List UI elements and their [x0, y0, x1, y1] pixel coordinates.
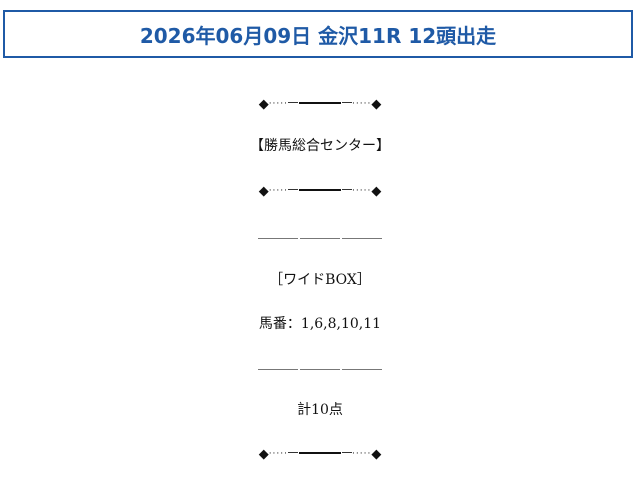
diamond-icon: ◆	[371, 447, 382, 462]
ornament-divider-middle: ◆··········◆	[0, 183, 640, 200]
race-title: 2026年06月09日 金沢11R 12頭出走	[139, 23, 497, 48]
diamond-icon: ◆	[258, 184, 269, 199]
total-points: 計10点	[297, 402, 343, 418]
diamond-icon: ◆	[371, 184, 382, 199]
dots-left: ·····	[268, 99, 288, 109]
thin-divider-2	[0, 363, 640, 370]
thin-divider-1	[0, 232, 640, 239]
dots-right: ·····	[352, 449, 372, 459]
source-label: 【勝馬総合センター】	[250, 138, 390, 154]
ornament-divider-bottom: ◆··········◆	[0, 446, 640, 463]
diamond-icon: ◆	[371, 97, 382, 112]
dots-right: ·····	[352, 186, 372, 196]
race-header-box: 2026年06月09日 金沢11R 12頭出走	[3, 10, 633, 58]
diamond-icon: ◆	[258, 97, 269, 112]
bet-type-label: ［ワイドBOX］	[269, 272, 371, 288]
dots-left: ·····	[268, 186, 288, 196]
dots-right: ·····	[352, 99, 372, 109]
diamond-icon: ◆	[258, 447, 269, 462]
horse-numbers: 馬番：1,6,8,10,11	[258, 316, 382, 332]
ornament-divider-top: ◆··········◆	[0, 96, 640, 113]
dots-left: ·····	[268, 449, 288, 459]
